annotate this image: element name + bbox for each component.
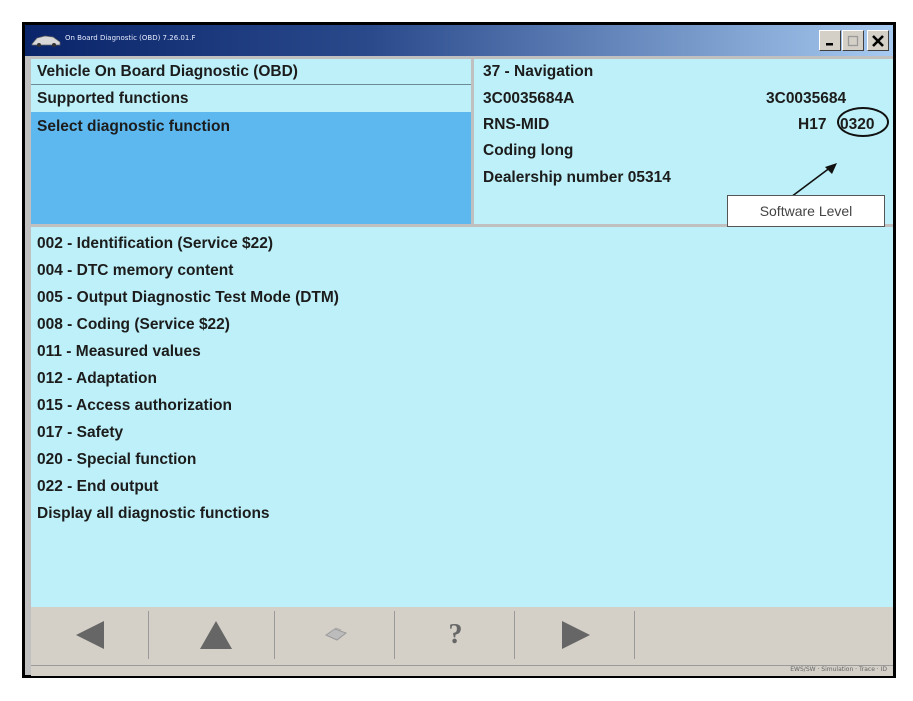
back-arrow-icon: [75, 621, 104, 649]
module-name: 37 - Navigation: [483, 63, 594, 80]
list-item[interactable]: 005 - Output Diagnostic Test Mode (DTM): [37, 289, 339, 306]
help-button[interactable]: ?: [397, 611, 515, 659]
list-item[interactable]: 017 - Safety: [37, 424, 124, 441]
part-number-right: 3C0035684: [766, 90, 847, 107]
up-button[interactable]: [157, 611, 275, 659]
diagnostic-function-list: 002 - Identification (Service $22) 004 -…: [31, 227, 893, 607]
part-number: 3C0035684A: [483, 90, 575, 107]
system-name: RNS-MID: [483, 116, 550, 133]
list-item[interactable]: 008 - Coding (Service $22): [37, 316, 230, 333]
supported-functions-row[interactable]: [31, 85, 471, 112]
status-bar: EWS/SW · Simulation · Trace · ID: [31, 665, 893, 676]
title-bar[interactable]: On Board Diagnostic (OBD) 7.26.01.F: [25, 25, 893, 56]
navigation-toolbar: ?: [31, 607, 893, 665]
app-logo-icon: [31, 35, 61, 47]
maximize-button[interactable]: [842, 30, 864, 51]
obd-title-row: [31, 59, 471, 84]
function-header-panel: Vehicle On Board Diagnostic (OBD) Suppor…: [31, 59, 471, 224]
software-level-highlight: [837, 107, 889, 137]
minimize-button[interactable]: [819, 30, 841, 51]
list-item[interactable]: 002 - Identification (Service $22): [37, 235, 274, 252]
dealership-number: Dealership number 05314: [483, 169, 671, 186]
status-text: EWS/SW · Simulation · Trace · ID: [790, 666, 887, 673]
forward-arrow-icon: [561, 621, 590, 649]
list-item[interactable]: 004 - DTC memory content: [37, 262, 234, 279]
close-button[interactable]: [867, 30, 889, 51]
software-level-callout: Software Level: [727, 195, 885, 227]
list-item[interactable]: 015 - Access authorization: [37, 397, 232, 414]
help-icon: ?: [448, 619, 463, 650]
print-button[interactable]: [277, 611, 395, 659]
forward-button[interactable]: [517, 611, 635, 659]
list-item[interactable]: 020 - Special function: [37, 451, 197, 468]
minimize-icon: [826, 42, 833, 45]
application-window: On Board Diagnostic (OBD) 7.26.01.F: [25, 25, 893, 676]
software-version: H17: [798, 116, 827, 133]
up-arrow-icon: [199, 621, 232, 649]
list-item[interactable]: 011 - Measured values: [37, 343, 201, 360]
close-icon: [872, 34, 884, 47]
select-diagnostic-function-item[interactable]: Select diagnostic function: [37, 118, 230, 135]
list-item[interactable]: 022 - End output: [37, 478, 159, 495]
list-item[interactable]: 012 - Adaptation: [37, 370, 157, 387]
callout-arrow-icon: [790, 163, 837, 198]
divider: [31, 84, 471, 85]
back-button[interactable]: [31, 611, 149, 659]
print-icon: [324, 627, 347, 641]
window-title: On Board Diagnostic (OBD) 7.26.01.F: [65, 34, 196, 42]
obd-title: Vehicle On Board Diagnostic (OBD): [37, 63, 298, 80]
screenshot-frame: On Board Diagnostic (OBD) 7.26.01.F: [22, 22, 896, 678]
coding-type: Coding long: [483, 142, 574, 159]
supported-functions-item[interactable]: Supported functions: [37, 90, 189, 107]
maximize-icon: [847, 35, 859, 46]
list-item[interactable]: Display all diagnostic functions: [37, 505, 270, 522]
